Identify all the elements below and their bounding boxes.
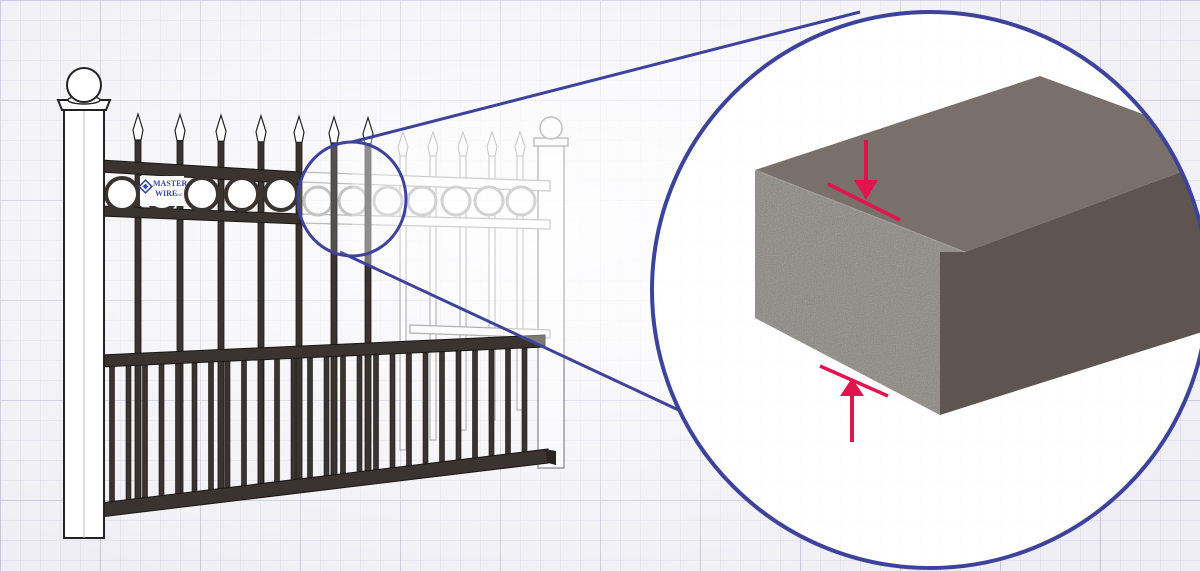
magnifier — [296, 10, 1200, 570]
small-lens — [296, 140, 408, 258]
short-picket — [175, 359, 181, 503]
faded-ring — [473, 185, 505, 217]
short-picket — [290, 353, 297, 490]
diamond-logo-icon — [138, 179, 153, 194]
down-arrow-icon — [854, 140, 878, 200]
short-picket — [257, 355, 264, 494]
faded-ring — [406, 185, 438, 217]
logo-line2: WIRE — [155, 189, 177, 198]
right-post — [533, 116, 569, 469]
faded-spear-picket — [514, 130, 526, 411]
decorative-ring — [184, 176, 220, 212]
thickness-arrow-bottom — [819, 364, 889, 442]
company-logo: MASTER WIRE INC. — [138, 176, 187, 206]
short-picket — [373, 350, 379, 480]
bar-side-face — [940, 150, 1200, 415]
short-picket — [274, 354, 280, 492]
decorative-ring — [224, 176, 260, 212]
short-picket — [241, 356, 247, 496]
up-arrow-icon — [840, 378, 864, 442]
left-post — [56, 67, 112, 539]
faded-ring — [440, 185, 472, 217]
decorative-ring — [263, 176, 299, 212]
short-picket — [521, 343, 528, 462]
short-picket — [406, 348, 412, 476]
short-picket — [455, 346, 462, 470]
lens-content — [652, 12, 1200, 568]
dark-pickets — [132, 111, 374, 501]
faded-ring — [505, 185, 537, 217]
short-picket — [158, 359, 165, 505]
large-lens-rim — [650, 10, 1200, 570]
short-picket — [505, 344, 511, 464]
short-picket — [488, 345, 495, 466]
short-picket — [389, 349, 396, 478]
faded-spear-picket — [397, 130, 409, 451]
thickness-arrow-top — [827, 140, 901, 222]
short-picket — [208, 357, 214, 499]
decorative-ring — [104, 176, 140, 212]
faded-spear-picket — [457, 130, 469, 431]
short-picket — [340, 351, 346, 484]
short-picket — [472, 345, 478, 468]
short-picket — [323, 352, 330, 486]
short-picket — [125, 361, 132, 509]
short-picket — [422, 348, 429, 474]
short-picket — [191, 358, 198, 501]
short-picket — [142, 360, 148, 507]
faded-ring — [372, 185, 404, 217]
short-picket — [356, 351, 363, 482]
logo-suffix: INC. — [176, 192, 184, 197]
dark-rings — [104, 176, 299, 212]
logo-line1: MASTER — [153, 179, 187, 188]
magnifier-line-top — [351, 10, 861, 144]
short-picket — [439, 347, 445, 472]
short-picket — [109, 362, 115, 511]
short-picket — [224, 356, 231, 498]
short-picket — [307, 353, 313, 488]
bar-front-face — [755, 170, 965, 415]
fence-illustration: MASTER WIRE INC. — [56, 67, 569, 539]
